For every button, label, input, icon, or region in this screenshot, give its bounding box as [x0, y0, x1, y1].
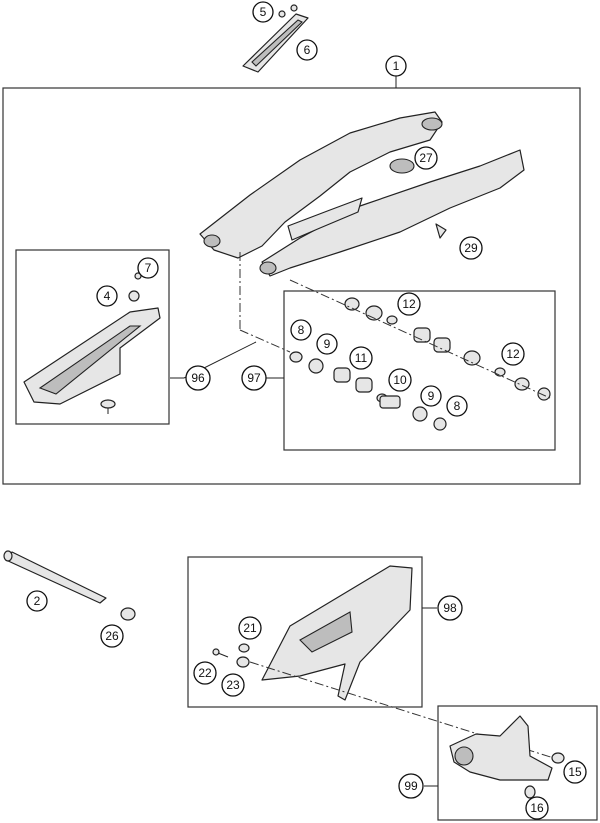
svg-text:2: 2 [34, 594, 41, 608]
svg-text:98: 98 [443, 601, 457, 615]
callout-10: 10 [388, 368, 412, 392]
assembly-box-bearings [283, 290, 556, 451]
svg-text:1: 1 [393, 59, 400, 73]
callout-98: 98 [437, 595, 463, 621]
callout-8-left: 8 [290, 319, 312, 341]
callout-22: 22 [193, 661, 217, 685]
part-bearing-set [289, 279, 551, 431]
callout-9-left: 9 [316, 333, 338, 355]
svg-text:8: 8 [298, 323, 305, 337]
assembly-box-chain-guide [437, 705, 598, 821]
svg-text:12: 12 [506, 347, 520, 361]
callout-29: 29 [459, 236, 483, 260]
svg-text:10: 10 [393, 373, 407, 387]
svg-text:4: 4 [104, 289, 111, 303]
svg-text:21: 21 [243, 621, 257, 635]
callout-6: 6 [296, 39, 318, 61]
callout-12-right: 12 [501, 342, 525, 366]
callout-21: 21 [238, 616, 262, 640]
part-slider-top [242, 4, 309, 73]
svg-text:29: 29 [464, 241, 478, 255]
svg-text:26: 26 [105, 629, 119, 643]
assembly-box-swingarm [2, 87, 581, 485]
callout-96: 96 [185, 365, 211, 391]
callout-97: 97 [241, 365, 267, 391]
assembly-box-chain-slider [15, 249, 170, 425]
callout-15: 15 [563, 760, 587, 784]
svg-text:27: 27 [419, 151, 433, 165]
assembly-box-chain-guard [187, 556, 423, 708]
callout-5: 5 [252, 1, 274, 23]
callout-27: 27 [414, 146, 438, 170]
svg-text:97: 97 [247, 371, 261, 385]
svg-text:16: 16 [530, 801, 544, 815]
svg-text:22: 22 [198, 666, 212, 680]
callout-4: 4 [96, 285, 118, 307]
svg-text:15: 15 [568, 765, 582, 779]
part-swingarm [199, 111, 525, 277]
callout-99: 99 [398, 773, 424, 799]
callout-9-right: 9 [420, 385, 442, 407]
part-axle [3, 550, 136, 621]
callout-2: 2 [26, 590, 48, 612]
svg-text:23: 23 [226, 678, 240, 692]
svg-text:8: 8 [454, 399, 461, 413]
svg-text:11: 11 [355, 351, 368, 365]
callout-26: 26 [100, 624, 124, 648]
part-chain-guide [449, 715, 565, 799]
callout-23: 23 [221, 673, 245, 697]
svg-text:6: 6 [304, 43, 311, 57]
svg-text:5: 5 [260, 5, 267, 19]
svg-text:12: 12 [402, 297, 416, 311]
part-chain-guard [212, 565, 561, 761]
part-chain-slider [23, 272, 161, 414]
callout-12-top: 12 [397, 292, 421, 316]
svg-text:9: 9 [428, 389, 435, 403]
callout-8-right: 8 [446, 395, 468, 417]
svg-text:7: 7 [145, 261, 152, 275]
callout-7: 7 [137, 257, 159, 279]
callout-16: 16 [525, 796, 549, 820]
svg-text:99: 99 [404, 779, 418, 793]
svg-text:96: 96 [191, 371, 205, 385]
callout-11: 11 [349, 346, 373, 370]
callout-1: 1 [385, 55, 407, 77]
svg-text:9: 9 [324, 337, 331, 351]
